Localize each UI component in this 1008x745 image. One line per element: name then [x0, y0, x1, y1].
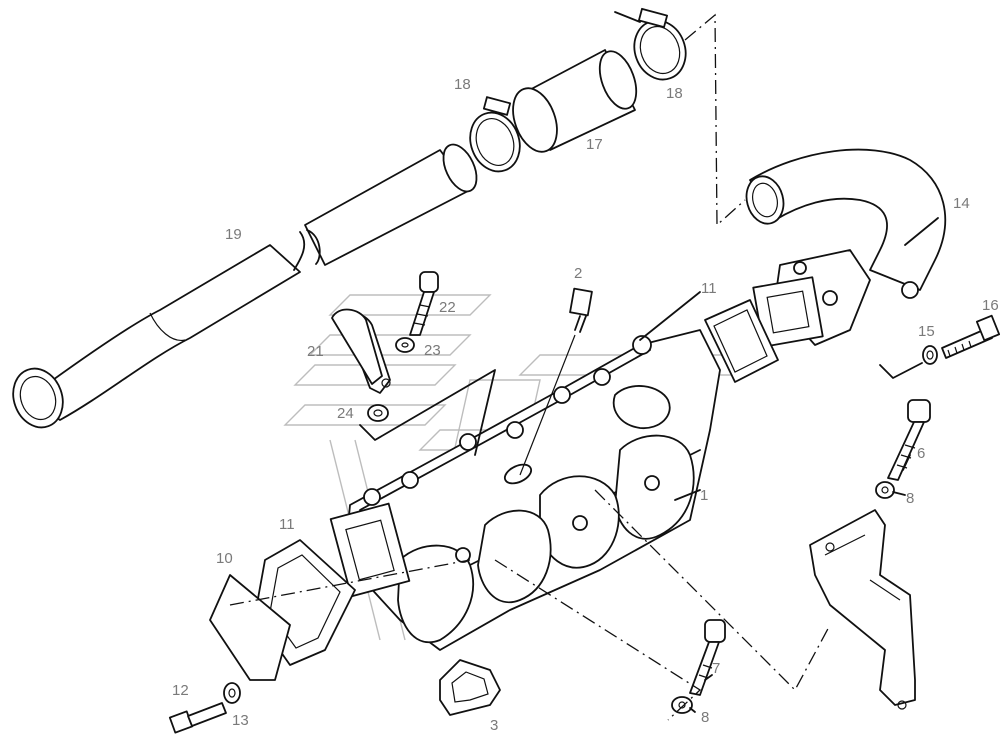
axis-line-center — [494, 559, 702, 721]
gasket-11-right — [704, 299, 779, 383]
callout-21: 21 — [307, 343, 324, 360]
callout-12: 12 — [172, 682, 189, 699]
callout-1: 1 — [700, 487, 708, 504]
callout-leaders — [639, 217, 939, 713]
bolt-6 — [887, 399, 931, 481]
callout-11b: 11 — [701, 280, 717, 297]
axis-line-top — [684, 13, 746, 227]
clamp-18-a — [469, 96, 521, 173]
cover-plate-10 — [209, 574, 291, 681]
callout-6: 6 — [917, 445, 925, 462]
callout-13: 13 — [232, 712, 249, 729]
sensor-2 — [519, 287, 593, 476]
washer-23 — [395, 337, 415, 353]
callout-labels: 1 2 3 6 7 8 8 10 11 11 12 13 14 15 16 17… — [172, 76, 999, 734]
callout-2: 2 — [574, 265, 582, 282]
gasket-3 — [439, 659, 501, 716]
callout-17: 17 — [586, 136, 603, 153]
support-bracket — [809, 509, 916, 710]
callout-18a: 18 — [454, 76, 471, 93]
tube-19 — [12, 143, 478, 429]
bolt-22 — [409, 271, 439, 336]
callout-23: 23 — [424, 342, 441, 359]
nut-24 — [367, 404, 389, 422]
leader-24 — [359, 369, 496, 456]
bolt-7 — [689, 619, 726, 696]
bolt-12 — [168, 702, 227, 734]
callout-11a: 11 — [279, 516, 295, 533]
callout-7: 7 — [712, 660, 720, 677]
bolt-16 — [941, 314, 1001, 359]
elbow-14 — [745, 148, 947, 348]
manifold-1 — [329, 329, 721, 651]
callout-24: 24 — [337, 405, 354, 422]
bracket-21 — [331, 308, 391, 394]
axis-line-right — [594, 489, 831, 692]
callout-14: 14 — [953, 195, 970, 212]
washer-8-bottom — [671, 696, 693, 714]
washer-8-right — [875, 481, 895, 499]
callout-22: 22 — [439, 299, 456, 316]
washer-13 — [223, 682, 241, 704]
leader-15 — [879, 362, 923, 379]
sleeve-17 — [512, 49, 638, 153]
callout-16: 16 — [982, 297, 999, 314]
callout-10: 10 — [216, 550, 233, 567]
callout-8a: 8 — [906, 490, 914, 507]
callout-15: 15 — [918, 323, 935, 340]
callout-19: 19 — [225, 226, 242, 243]
callout-3: 3 — [490, 717, 498, 734]
clamp-18-b — [614, 7, 687, 81]
callout-8b: 8 — [701, 709, 709, 726]
callout-18b: 18 — [666, 85, 683, 102]
washer-15 — [922, 345, 938, 365]
